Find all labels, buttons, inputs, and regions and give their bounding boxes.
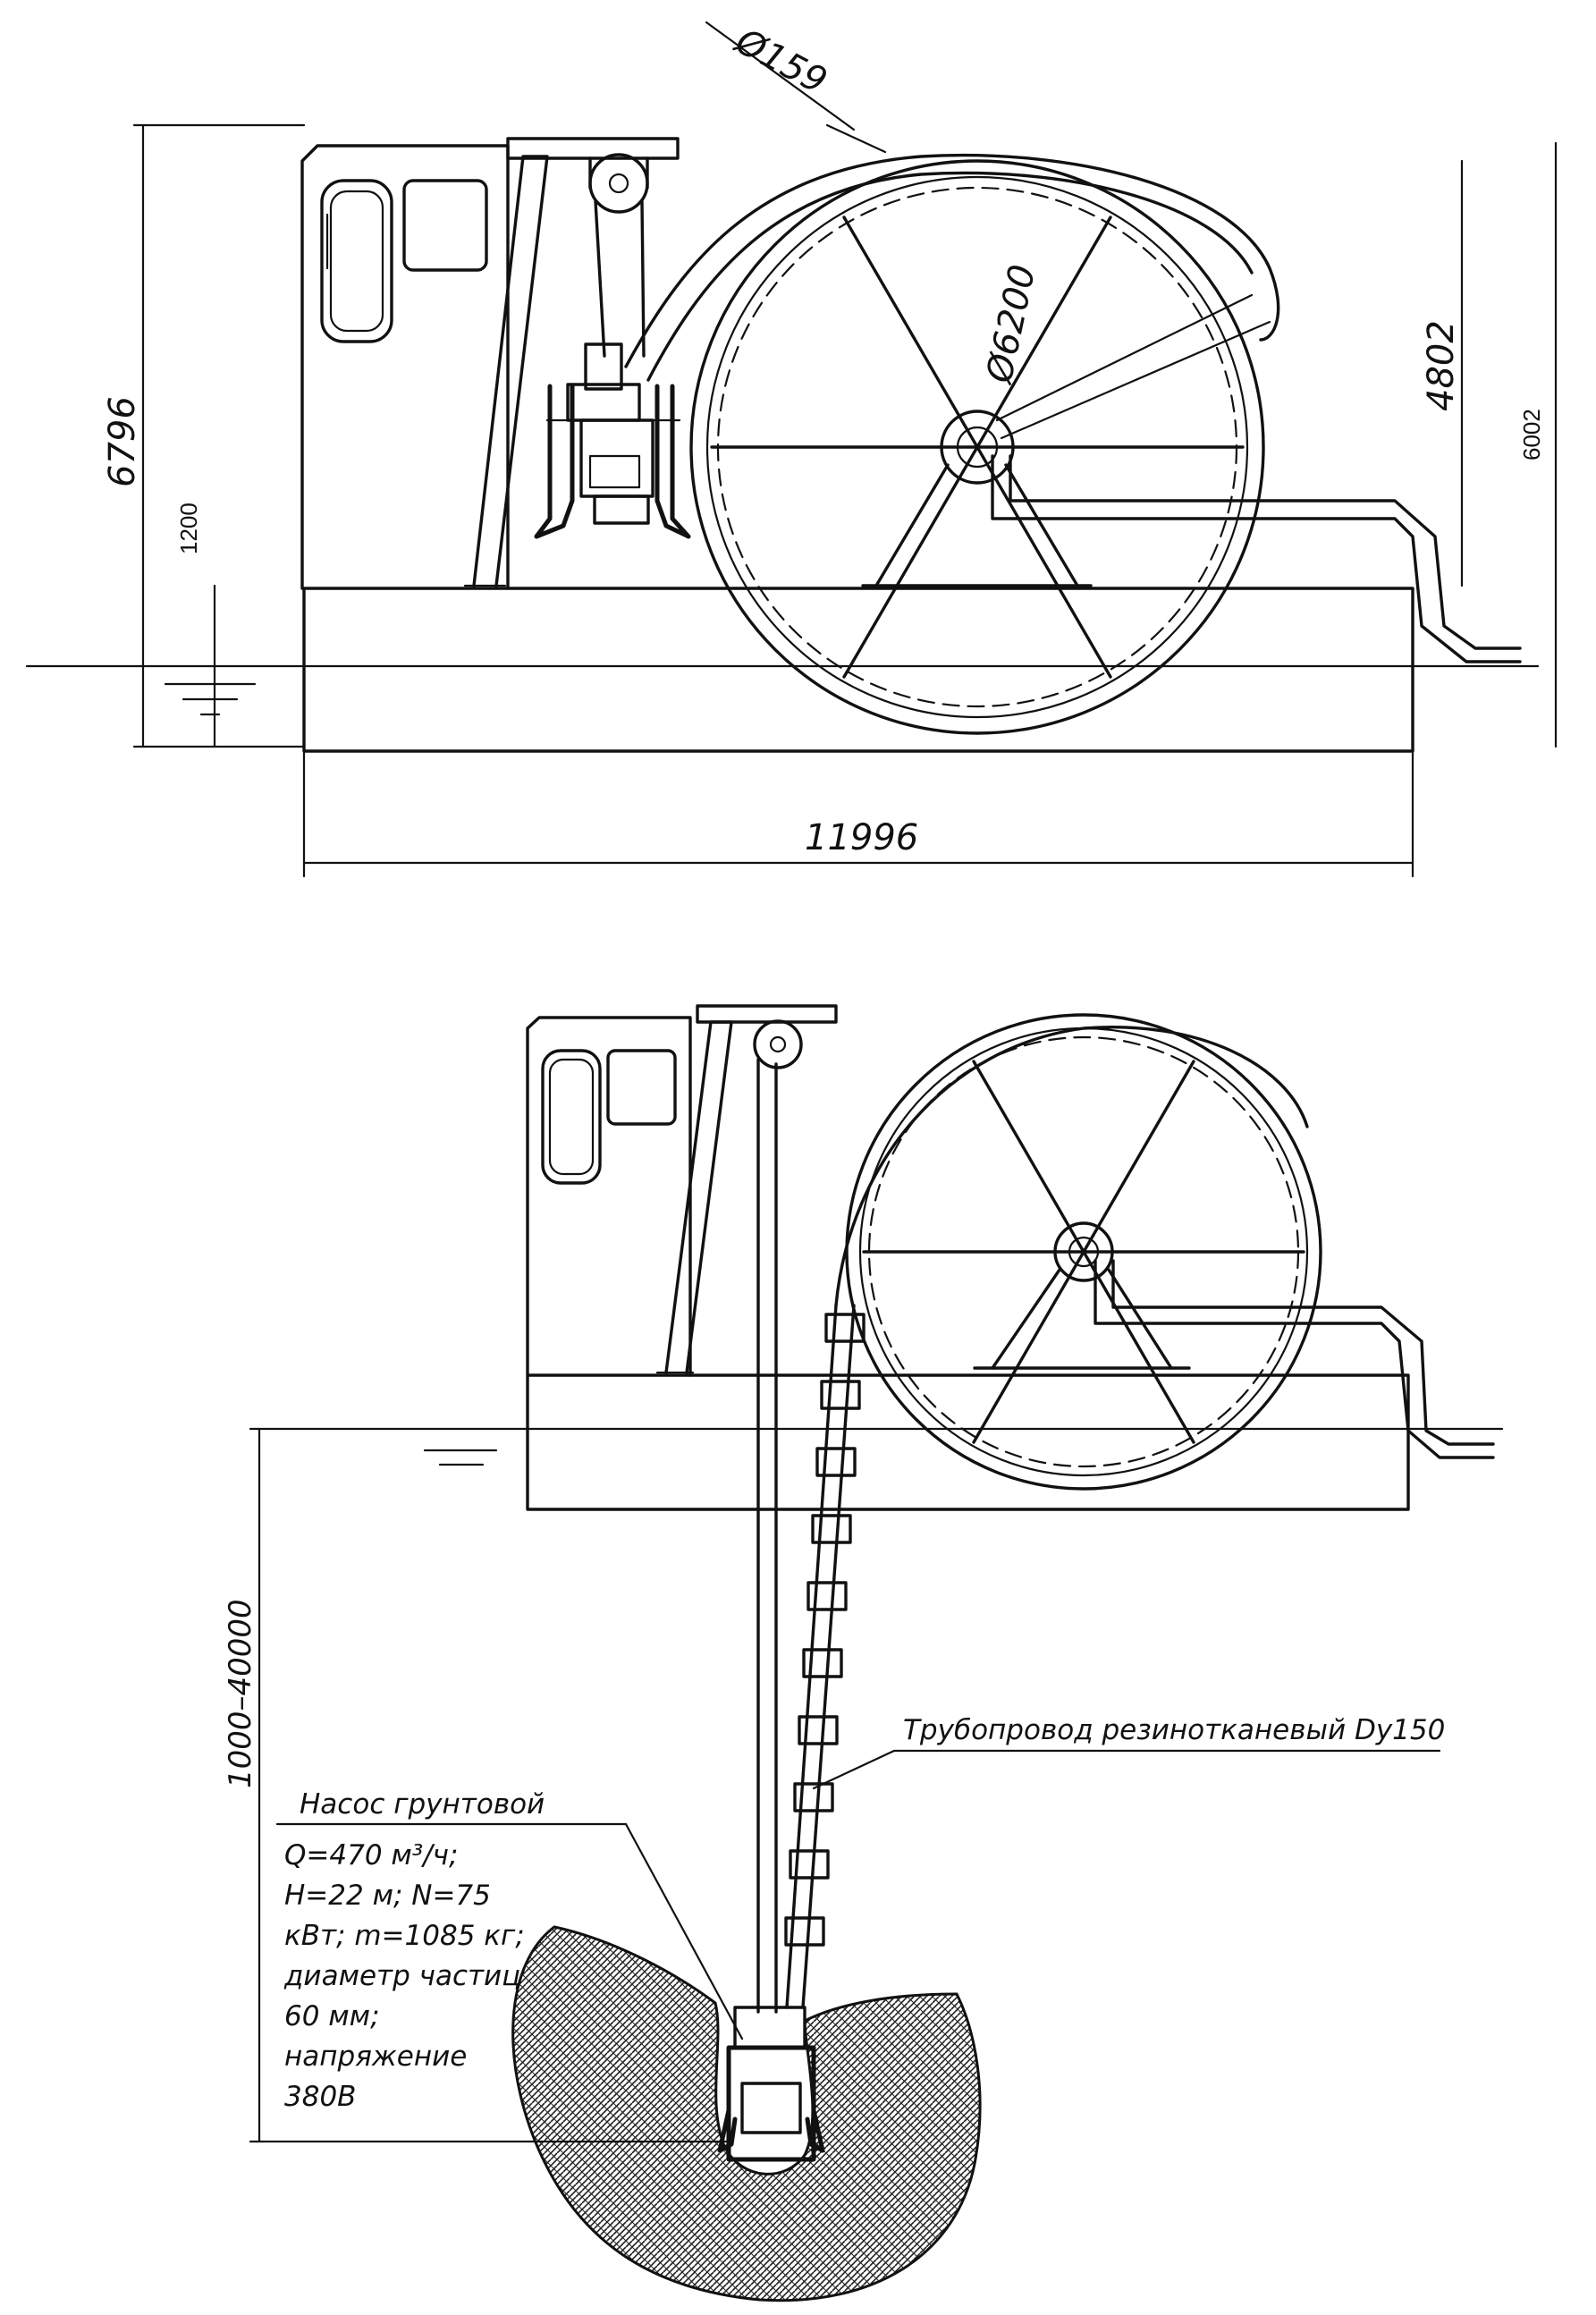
lower-hose-drum	[845, 1013, 1322, 1491]
drum-diameter-label: Ø6200	[978, 261, 1043, 388]
lower-crane-mast	[655, 1004, 838, 2014]
pump-spec-line-4: диаметр частиц	[283, 1960, 520, 1992]
pipeline-label: Трубопровод резинотканевый Dy150	[903, 1714, 1445, 1746]
deck-height-label: 1200	[175, 503, 202, 554]
excavation-pit	[511, 1925, 982, 2302]
overall-length-label: 11996	[805, 817, 918, 858]
pipeline-leader	[812, 1749, 896, 1790]
pump-spec-line-7: 380В	[284, 2081, 356, 2113]
drum-full-height-label: 6002	[1518, 409, 1545, 460]
pontoon-hull	[302, 587, 1414, 753]
pump-spec-line-2: H=22 м; N=75	[284, 1880, 491, 1912]
operator-cabin	[300, 144, 510, 590]
pump-hose	[624, 153, 1522, 663]
suspended-pump	[534, 342, 691, 539]
pump-spec-line-5: 60 мм;	[284, 2000, 380, 2032]
pump-leader	[624, 1822, 744, 2040]
pump-spec-line-3: кВт; m=1085 кг;	[284, 1920, 525, 1952]
pump-title: Насос грунтовой	[300, 1788, 545, 1821]
pump-spec-line-1: Q=470 м³/ч;	[284, 1839, 458, 1871]
depth-range-label: 1000–40000	[223, 1599, 258, 1788]
lower-pipeline	[784, 1026, 1495, 2009]
upper-view: Ø159 Ø6200 6796 1200 4802 6002 11996	[25, 20, 1558, 878]
pipeline-couplings	[784, 1313, 866, 1947]
water-level-symbol	[164, 682, 257, 716]
hose-drum	[689, 159, 1271, 735]
lower-pontoon-hull	[526, 1373, 1410, 1511]
pump-spec-line-6: напряжение	[284, 2040, 467, 2073]
depth-dimension	[249, 1427, 730, 2143]
hose-diameter-label: Ø159	[728, 20, 834, 102]
lower-view: Трубопровод резинотканевый Dy150 1000–40…	[223, 1004, 1504, 2302]
lower-operator-cabin	[526, 1016, 692, 1377]
drum-top-height-label: 4802	[1421, 320, 1462, 411]
lower-water-level-symbol	[423, 1449, 498, 1466]
dimension-lines	[132, 21, 1558, 878]
crane-mast	[463, 137, 680, 587]
total-height-label: 6796	[102, 396, 143, 487]
